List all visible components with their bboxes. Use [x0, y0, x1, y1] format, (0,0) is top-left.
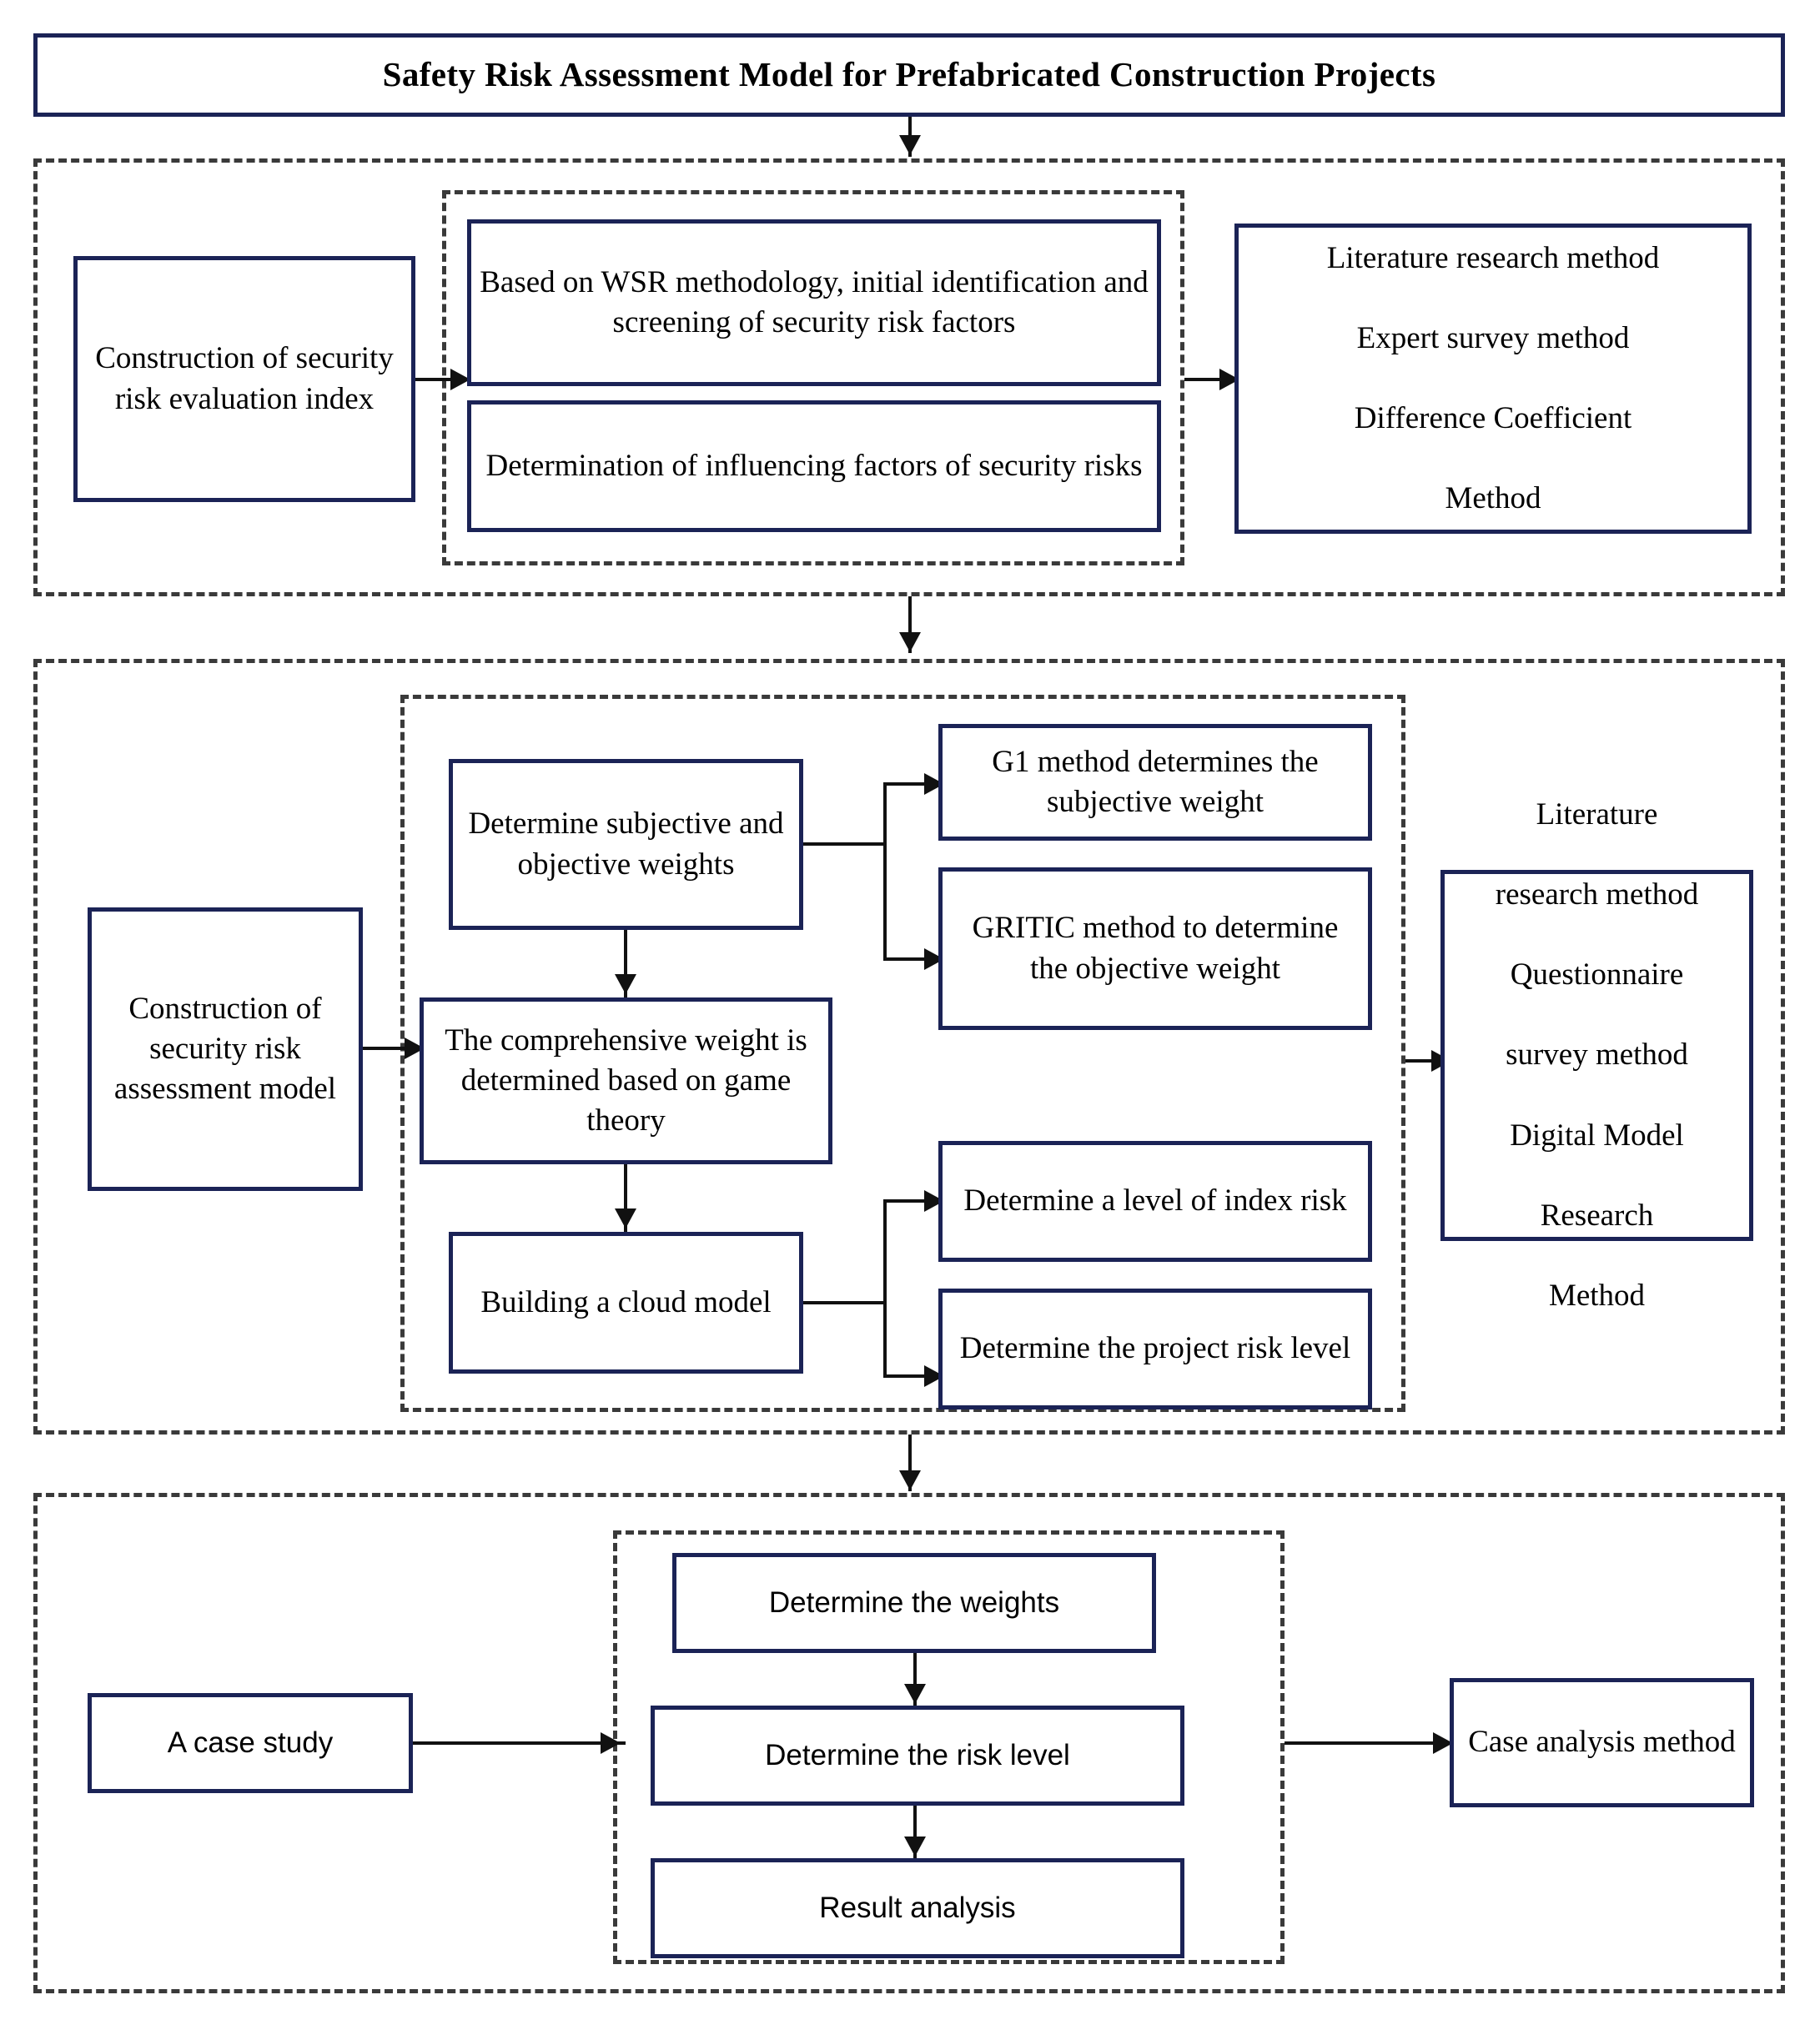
s3-flow-box-1-text: Determine the weights: [768, 1586, 1060, 1620]
s3-flow-box-2: Determine the risk level: [651, 1706, 1184, 1806]
s2-right-line-3: Questionnaire: [1510, 957, 1684, 992]
s2-branch-box-bot-1: Determine a level of index risk: [938, 1141, 1372, 1262]
section-2-inner-frame: [400, 695, 1405, 1412]
s1-right-line-4: Method: [1445, 481, 1541, 516]
s3-flow-box-2-text: Determine the risk level: [765, 1739, 1070, 1772]
s1-right-box-text: Literature research method Expert survey…: [1247, 239, 1739, 520]
s2-flow-box-3-text: Building a cloud model: [480, 1284, 772, 1319]
s2-branch-box-top-1: G1 method determines the subjective weig…: [938, 724, 1372, 841]
s2-flow-box-2: The comprehensive weight is determined b…: [420, 997, 832, 1164]
s2-left-box: Construction of security risk assessment…: [88, 907, 363, 1191]
s2-branch-box-bot-2: Determine the project risk level: [938, 1289, 1372, 1409]
s1-left-box: Construction of security risk evaluation…: [73, 256, 415, 502]
s2-branch-box-bot-1-text: Determine a level of index risk: [963, 1183, 1347, 1218]
s1-right-line-1: Literature research method: [1326, 240, 1660, 275]
arrow-s3-flow-1-2: [904, 1684, 926, 1704]
connector-s2-branch-bot-riser: [883, 1201, 887, 1378]
s3-flow-box-3-text: Result analysis: [819, 1892, 1016, 1925]
connector-s2-branch-top-a: [883, 782, 938, 786]
connector-s2-to-s3: [908, 1435, 912, 1491]
s2-branch-box-top-1-text: G1 method determines the subjective weig…: [992, 744, 1319, 819]
s1-inner-box-2: Determination of influencing factors of …: [467, 400, 1161, 532]
s3-right-box-text: Case analysis method: [1468, 1725, 1736, 1760]
connector-s2-left-to-inner: [363, 1047, 413, 1050]
s2-right-line-6: Research: [1540, 1198, 1654, 1233]
title-box: Safety Risk Assessment Model for Prefabr…: [33, 33, 1785, 117]
s3-flow-box-3: Result analysis: [651, 1858, 1184, 1958]
connector-s3-inner-to-right: [1285, 1741, 1451, 1745]
connector-s3-left-to-inner: [413, 1741, 626, 1745]
connector-s2-flow-2-3: [624, 1164, 627, 1233]
connector-s2-branch-bot-stem: [803, 1301, 887, 1304]
connector-s2-branch-top-stem: [803, 842, 887, 846]
s1-right-box: Literature research method Expert survey…: [1234, 224, 1752, 534]
arrow-s3-flow-2-3: [904, 1837, 926, 1857]
s3-left-box: A case study: [88, 1693, 413, 1793]
connector-s2-branch-bot-a: [883, 1199, 938, 1203]
s1-right-line-2: Expert survey method: [1356, 320, 1630, 355]
connector-s1-inner-to-right: [1184, 378, 1233, 381]
s2-branch-box-top-2-text: GRITIC method to determine the objective…: [972, 911, 1339, 986]
s3-flow-box-1: Determine the weights: [672, 1553, 1156, 1653]
s1-inner-box-2-text: Determination of influencing factors of …: [485, 448, 1143, 483]
connector-s3-flow-2-3: [913, 1806, 917, 1860]
s2-right-line-7: Method: [1548, 1279, 1646, 1314]
s3-right-box: Case analysis method: [1450, 1678, 1754, 1807]
s3-left-box-text: A case study: [167, 1726, 334, 1760]
connector-s2-branch-top-riser: [883, 784, 887, 961]
s1-inner-box-1: Based on WSR methodology, initial identi…: [467, 219, 1161, 386]
s2-right-line-4: survey method: [1506, 1038, 1688, 1073]
arrow-s2-flow-1-2: [615, 974, 636, 994]
arrow-s3-left-to-inner: [601, 1732, 621, 1754]
s2-right-box: Literature research method Questionnaire…: [1440, 797, 1753, 1313]
s2-right-line-5: Digital Model: [1510, 1118, 1684, 1153]
connector-s1-left-to-inner: [415, 378, 464, 381]
s2-branch-box-top-2: GRITIC method to determine the objective…: [938, 867, 1372, 1030]
connector-s1-to-s2: [908, 596, 912, 653]
title-text: Safety Risk Assessment Model for Prefabr…: [382, 55, 1436, 94]
arrow-s2-flow-2-3: [615, 1208, 636, 1229]
arrow-s1-to-s2: [899, 632, 921, 652]
connector-s2-branch-top-b: [883, 957, 938, 961]
arrow-title-to-s1: [899, 135, 921, 155]
arrow-s2-to-s3: [899, 1470, 921, 1490]
s2-left-box-text: Construction of security risk assessment…: [113, 991, 337, 1107]
s2-flow-box-2-text: The comprehensive weight is determined b…: [445, 1023, 807, 1138]
s1-left-box-text: Construction of security risk evaluation…: [95, 341, 394, 416]
s2-right-line-2: research method: [1495, 877, 1699, 912]
s1-right-line-3: Difference Coefficient: [1354, 401, 1632, 436]
connector-s3-flow-1-2: [913, 1653, 917, 1707]
s1-inner-box-1-text: Based on WSR methodology, initial identi…: [480, 264, 1149, 339]
section-1-frame: [33, 158, 1785, 596]
s2-right-line-1: Literature: [1536, 796, 1658, 832]
connector-s2-flow-1-2: [624, 930, 627, 998]
section-3-frame: [33, 1493, 1785, 1993]
s2-flow-box-1-text: Determine subjective and objective weigh…: [468, 806, 784, 882]
connector-s2-inner-to-right: [1405, 1059, 1443, 1063]
section-2-frame: [33, 659, 1785, 1435]
s2-right-box-text: Literature research method Questionnaire…: [1453, 795, 1741, 1316]
s2-branch-box-bot-2-text: Determine the project risk level: [959, 1331, 1351, 1366]
s2-flow-box-3: Building a cloud model: [449, 1232, 803, 1374]
s2-flow-box-1: Determine subjective and objective weigh…: [449, 759, 803, 930]
connector-s2-branch-bot-b: [883, 1374, 938, 1378]
